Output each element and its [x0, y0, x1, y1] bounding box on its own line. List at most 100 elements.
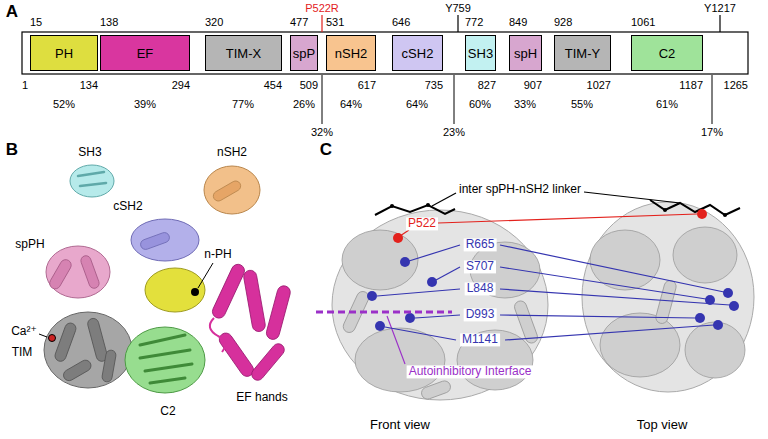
residue-number: Y759 — [445, 2, 471, 14]
domain-name: cSH2 — [402, 46, 434, 61]
residue-dot — [367, 257, 739, 331]
protein-structure — [46, 246, 110, 298]
protein-structure — [131, 219, 199, 261]
leader-line — [377, 245, 730, 340]
protein-structure — [243, 269, 267, 332]
leader-line — [377, 192, 730, 340]
protein-structure — [191, 288, 199, 296]
domain-name: spH — [514, 46, 537, 61]
domain-box: TIM-Y — [554, 35, 611, 71]
interface-line — [316, 312, 452, 364]
leader-line — [322, 75, 712, 124]
residue-number: 138 — [100, 16, 118, 28]
leader-line — [432, 193, 456, 206]
leader-line — [505, 325, 714, 340]
domain-label: cSH2 — [113, 200, 142, 213]
protein-structure — [210, 318, 225, 352]
protein-structure — [140, 335, 192, 383]
protein-structure — [212, 179, 243, 203]
identity-percent: 23% — [443, 126, 465, 138]
residue-number: Y1217 — [704, 2, 736, 14]
protein-structure — [145, 268, 205, 312]
protein-structure — [210, 262, 246, 320]
domain-name: C2 — [659, 46, 676, 61]
residue-label: M1141 — [460, 333, 500, 346]
residue-dot — [729, 301, 739, 311]
protein-structure — [78, 172, 104, 176]
residue-dot — [367, 209, 739, 331]
domain-name: nSH2 — [335, 46, 368, 61]
top-view-structure — [663, 208, 667, 212]
domain-label: SH3 — [78, 146, 101, 159]
identity-percent: 77% — [232, 98, 254, 110]
residue-number: 827 — [478, 79, 496, 91]
residue-dot — [375, 321, 385, 331]
top-view-structure — [600, 313, 680, 377]
top-view-structure — [590, 230, 660, 290]
site-tick — [457, 15, 458, 32]
domain-name: EF — [137, 46, 154, 61]
protein-structure — [217, 331, 256, 379]
residue-dot — [427, 277, 437, 287]
residue-number: 134 — [80, 79, 98, 91]
residue-dot — [695, 313, 705, 323]
residue-number: 735 — [425, 79, 443, 91]
residue-number: 15 — [30, 16, 42, 28]
domain-box: TIM-X — [205, 35, 282, 71]
front-view-structure — [332, 203, 548, 401]
protein-structure — [140, 350, 190, 358]
leader-line — [454, 75, 455, 124]
residue-dot — [723, 288, 733, 298]
domain-box: spP — [290, 35, 318, 71]
leader-line — [500, 315, 696, 318]
domain-name: TIM-X — [226, 46, 261, 61]
domain-name: TIM-Y — [565, 46, 600, 61]
residue-number: 646 — [392, 16, 410, 28]
domain-bar — [22, 32, 748, 74]
front-view-structure — [332, 210, 548, 400]
protein-structure — [101, 349, 116, 382]
top-view-structure — [590, 227, 745, 378]
leader-line — [385, 327, 456, 340]
residue-label: D993 — [464, 308, 497, 321]
protein-structure — [78, 172, 106, 186]
protein-structure — [79, 254, 100, 289]
residue-label: L848 — [465, 282, 496, 295]
protein-structure — [49, 335, 56, 342]
leader-line — [409, 245, 460, 261]
domain-label: EF hands — [236, 391, 287, 404]
view-label: Front view — [370, 418, 430, 432]
identity-percent: 17% — [701, 126, 723, 138]
leader-line — [436, 267, 460, 280]
linker-label: inter spPH-nSH2 linker — [457, 183, 583, 196]
domain-bar — [22, 32, 748, 74]
residue-dot — [405, 313, 415, 323]
residue-number: 617 — [358, 79, 376, 91]
identity-percent: 64% — [406, 98, 428, 110]
front-view-structure — [342, 230, 418, 290]
residue-number: 320 — [205, 16, 223, 28]
residue-number: 849 — [509, 16, 527, 28]
residue-number: 928 — [554, 16, 572, 28]
top-view-structure — [685, 322, 745, 378]
front-view-structure — [420, 379, 452, 401]
front-view-structure — [390, 203, 430, 208]
domain-name: SH3 — [468, 46, 493, 61]
residue-number: 1061 — [631, 16, 655, 28]
domain-label: Ca²⁺ — [11, 325, 37, 338]
protein-structure — [62, 358, 93, 383]
panel-letter: C — [320, 141, 332, 160]
protein-structure — [145, 364, 192, 371]
residue-number: 1 — [22, 79, 28, 91]
leader-line — [400, 230, 409, 236]
residue-number: 1187 — [679, 79, 703, 91]
residue-number: 531 — [326, 16, 344, 28]
domain-box: EF — [100, 35, 190, 71]
domain-box: PH — [30, 35, 98, 71]
residue-dot — [697, 209, 707, 219]
top-view-structure — [673, 227, 737, 283]
top-view-structure — [723, 213, 727, 217]
leader-line — [198, 263, 213, 288]
protein-structure — [48, 258, 74, 291]
